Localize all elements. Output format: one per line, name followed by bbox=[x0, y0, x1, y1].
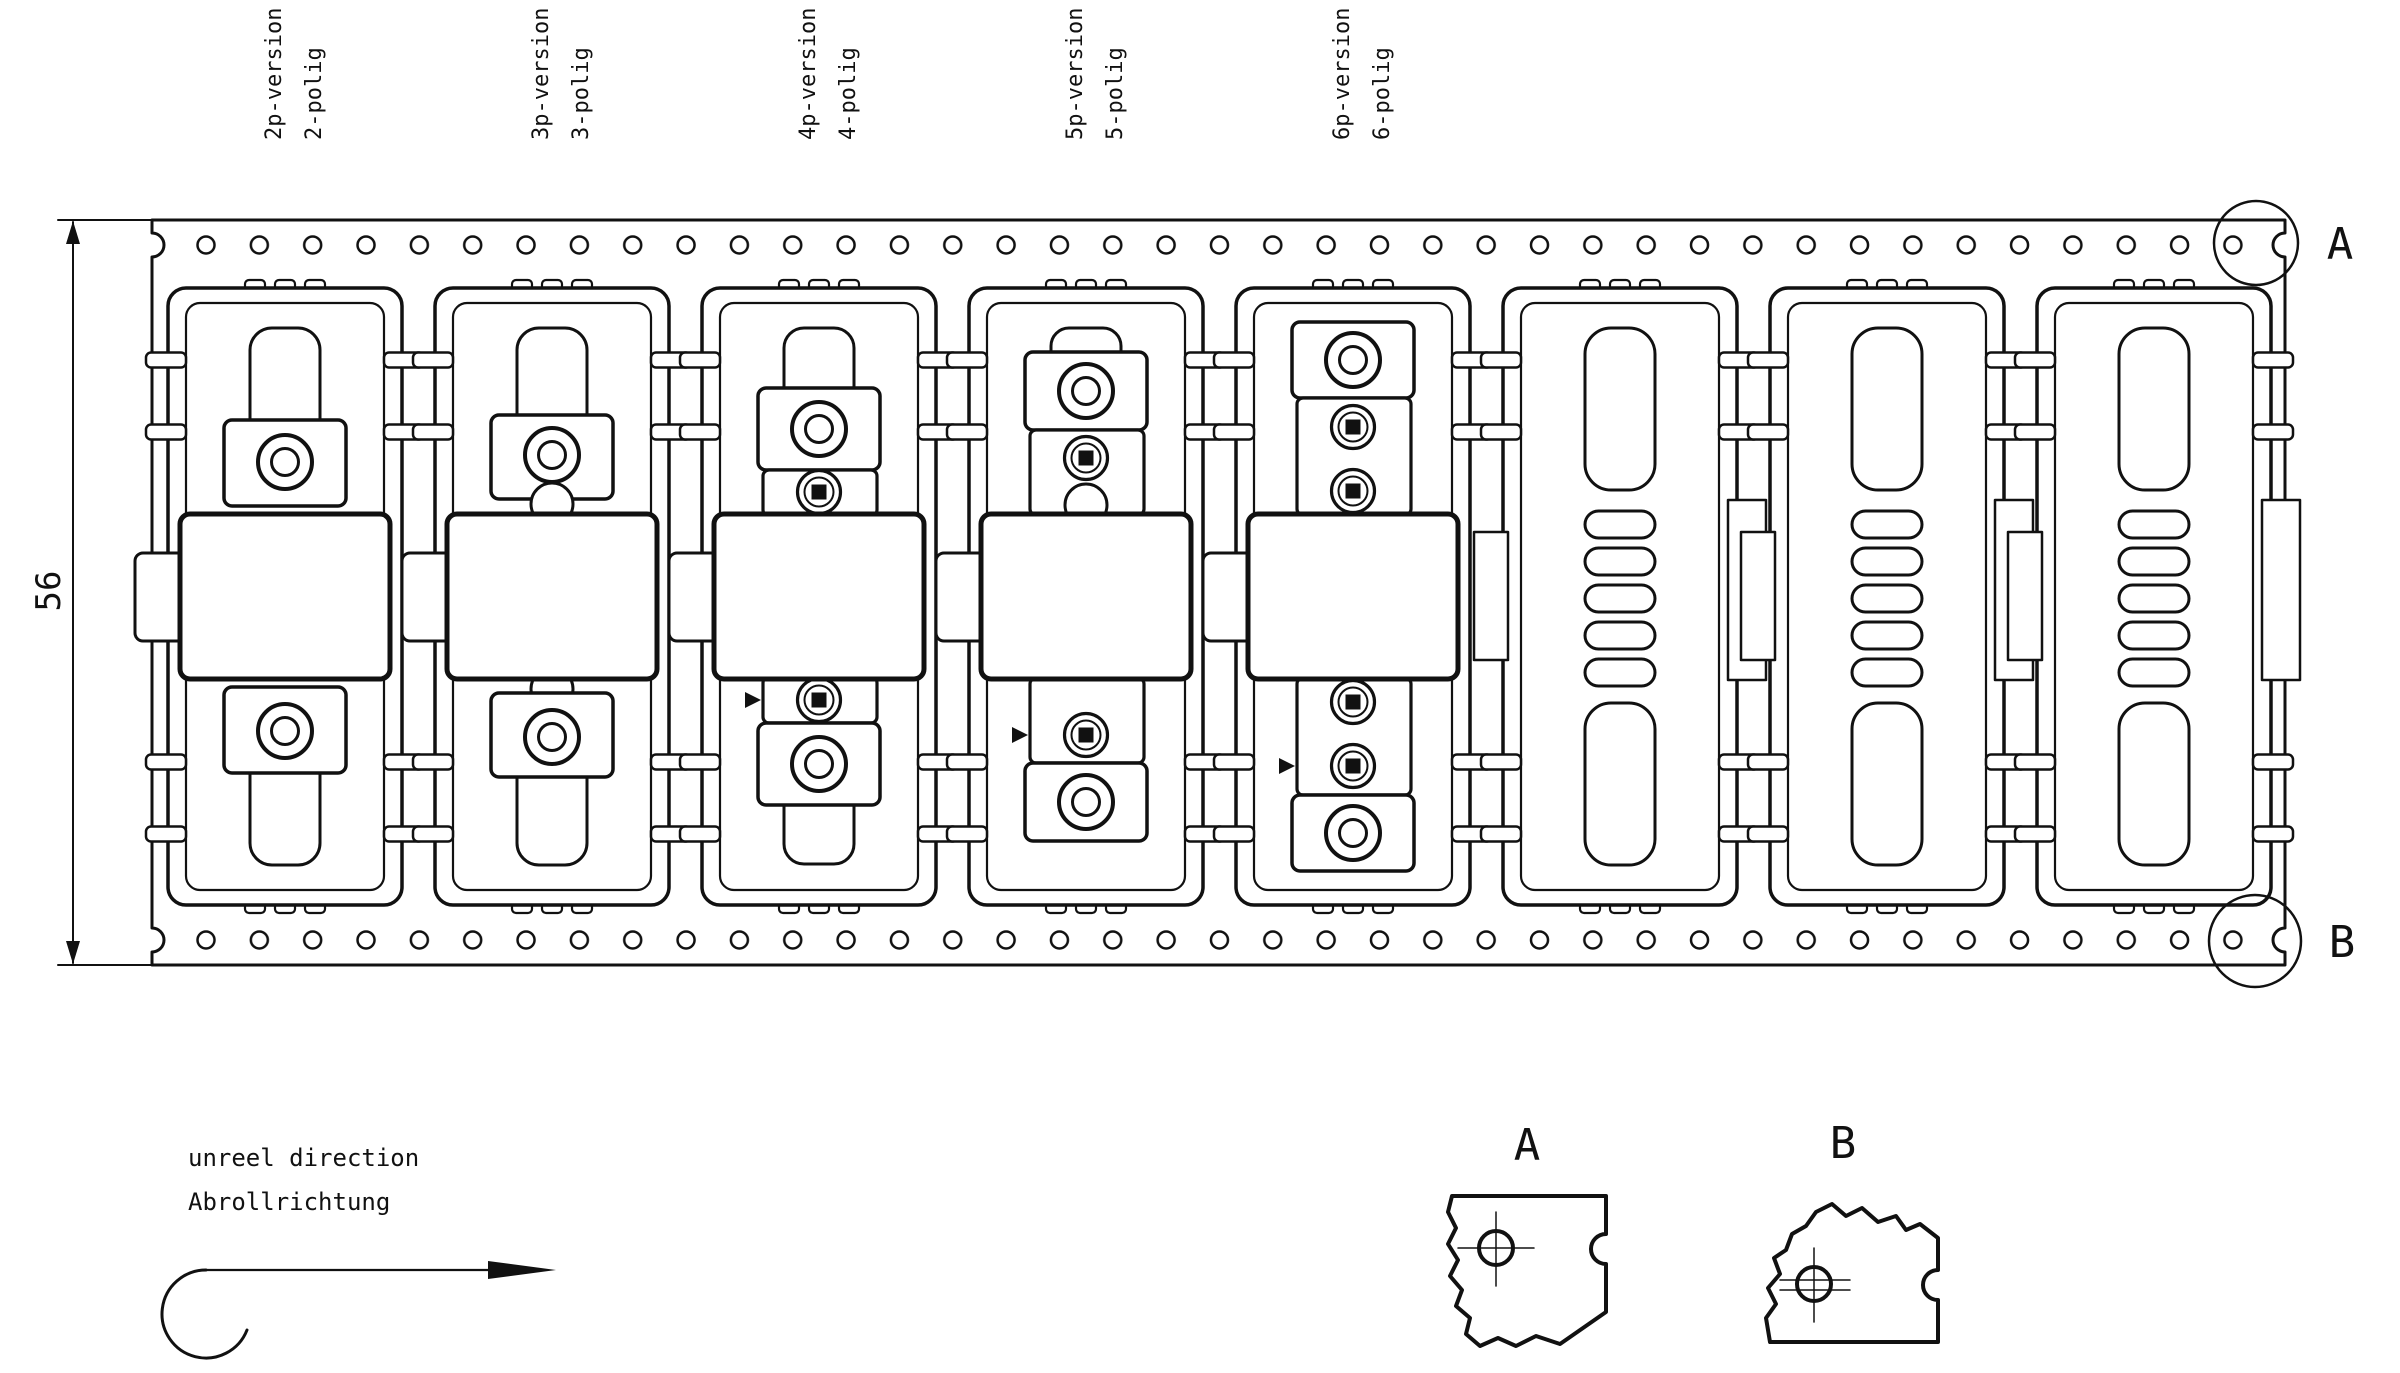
version-label-2p-line2: 2-polig bbox=[302, 47, 327, 140]
unreel-direction-text-en: unreel direction bbox=[188, 1144, 419, 1172]
version-label-3p-line2: 3-polig bbox=[569, 47, 594, 140]
version-label-3p-line1: 3p-version bbox=[529, 8, 554, 140]
version-label-4p: 4p-version 4-polig bbox=[796, 8, 861, 140]
pocket-5p bbox=[936, 278, 1227, 915]
version-label-3p: 3p-version 3-polig bbox=[529, 8, 594, 140]
detail-view-a: A bbox=[1446, 1120, 1608, 1348]
pocket-empty-3 bbox=[2006, 278, 2302, 915]
dimension-arrow-up bbox=[66, 221, 80, 244]
dimension-arrow-down bbox=[66, 941, 80, 964]
sprocket-holes-top-row bbox=[196, 234, 2276, 256]
version-label-6p: 6p-version 6-polig bbox=[1330, 8, 1395, 140]
callout-letter-a: A bbox=[2327, 219, 2354, 270]
version-label-5p: 5p-version 5-polig bbox=[1063, 8, 1128, 140]
unreel-arrow bbox=[160, 1261, 556, 1360]
detail-a-centerlines bbox=[1457, 1211, 1535, 1287]
version-label-6p-line1: 6p-version bbox=[1330, 8, 1355, 140]
detail-b-outline bbox=[1764, 1202, 1940, 1344]
detail-b-centerlines bbox=[1779, 1247, 1851, 1323]
callout-circle-a bbox=[2212, 199, 2300, 287]
version-label-4p-line2: 4-polig bbox=[836, 47, 861, 140]
pocket-empty-2 bbox=[1739, 278, 2035, 915]
pocket-6p bbox=[1203, 278, 1494, 915]
unreel-hook bbox=[160, 1268, 249, 1360]
detail-b-label: B bbox=[1830, 1118, 1857, 1169]
unreel-direction-text-de: Abrollrichtung bbox=[188, 1188, 390, 1216]
pocket-empty-1 bbox=[1472, 278, 1768, 915]
callout-letter-b: B bbox=[2329, 917, 2356, 968]
version-label-6p-line2: 6-polig bbox=[1370, 47, 1395, 140]
version-label-4p-line1: 4p-version bbox=[796, 8, 821, 140]
callout-circle-b bbox=[2207, 893, 2303, 989]
version-label-2p: 2p-version 2-polig bbox=[262, 8, 327, 140]
version-label-2p-line1: 2p-version bbox=[262, 8, 287, 140]
detail-view-b: B bbox=[1764, 1118, 1940, 1344]
version-label-5p-line2: 5-polig bbox=[1103, 47, 1128, 140]
detail-a-label: A bbox=[1514, 1120, 1541, 1171]
sprocket-holes-bottom-row bbox=[196, 929, 2276, 951]
pocket-3p bbox=[402, 278, 693, 915]
pocket-2p bbox=[135, 278, 426, 915]
version-label-5p-line1: 5p-version bbox=[1063, 8, 1088, 140]
height-dimension bbox=[57, 219, 153, 966]
dimension-value: 56 bbox=[29, 571, 69, 612]
pocket-4p bbox=[669, 278, 960, 915]
unreel-arrowhead bbox=[488, 1261, 556, 1279]
detail-a-outline bbox=[1446, 1194, 1608, 1348]
